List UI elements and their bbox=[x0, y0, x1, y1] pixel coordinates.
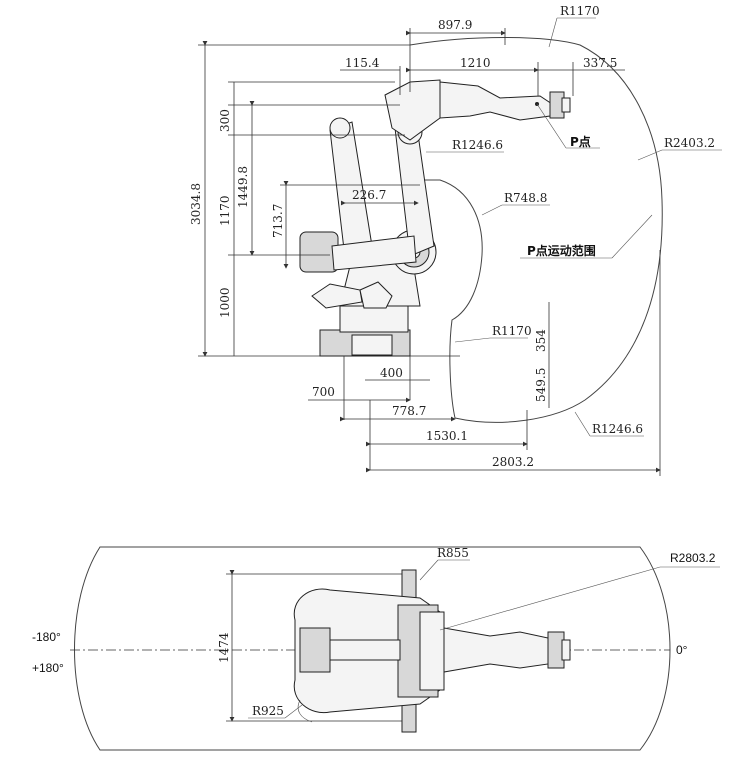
work-envelope-side bbox=[409, 37, 663, 423]
p-point-label: P点 bbox=[570, 134, 591, 149]
dim-337-5: 337.5 bbox=[583, 56, 617, 70]
dim-700: 700 bbox=[312, 385, 335, 399]
dim-1210: 1210 bbox=[460, 56, 491, 70]
dim-3034-8: 3034.8 bbox=[189, 183, 203, 225]
dim-300: 300 bbox=[218, 109, 232, 132]
dim-549-5: 549.5 bbox=[534, 368, 548, 402]
dim-r1170-top: R1170 bbox=[560, 4, 600, 18]
dim-354: 354 bbox=[534, 329, 548, 352]
dim-778-7: 778.7 bbox=[392, 404, 426, 418]
dim-r1246-bot: R1246.6 bbox=[592, 422, 643, 436]
robot-top bbox=[293, 569, 571, 733]
dim-2803-2: 2803.2 bbox=[492, 455, 534, 469]
dim-r1170-low: R1170 bbox=[492, 324, 532, 338]
top-view: -180° +180° 0° 1474 R855 R2803.2 bbox=[32, 546, 720, 751]
side-view: P点 P点运动范围 897.9 R1170 115.4 1210 337.5 3… bbox=[189, 4, 722, 476]
dim-400: 400 bbox=[380, 366, 403, 380]
angle-minus-180: -180° bbox=[32, 630, 61, 644]
dim-r2403-2: R2403.2 bbox=[664, 136, 715, 150]
dim-1530-1: 1530.1 bbox=[426, 429, 468, 443]
dim-r1246-top: R1246.6 bbox=[452, 138, 503, 152]
dim-1474: 1474 bbox=[217, 632, 231, 663]
dim-r2803-2: R2803.2 bbox=[670, 551, 716, 565]
dim-226-7: 226.7 bbox=[352, 188, 386, 202]
angle-plus-180: +180° bbox=[32, 661, 64, 675]
dim-r855: R855 bbox=[437, 546, 469, 560]
angle-zero: 0° bbox=[676, 643, 688, 657]
dim-897-9: 897.9 bbox=[438, 18, 472, 32]
robot-side bbox=[299, 79, 571, 357]
dim-115-4: 115.4 bbox=[345, 56, 380, 70]
dim-713-7: 713.7 bbox=[271, 204, 285, 238]
dim-1000: 1000 bbox=[218, 287, 232, 318]
work-envelope-top bbox=[74, 546, 671, 751]
p-range-label: P点运动范围 bbox=[527, 243, 596, 258]
dim-r925: R925 bbox=[252, 704, 284, 718]
dim-1170: 1170 bbox=[218, 195, 232, 226]
dim-r748-8: R748.8 bbox=[504, 191, 547, 205]
dim-1449-8: 1449.8 bbox=[236, 166, 250, 208]
